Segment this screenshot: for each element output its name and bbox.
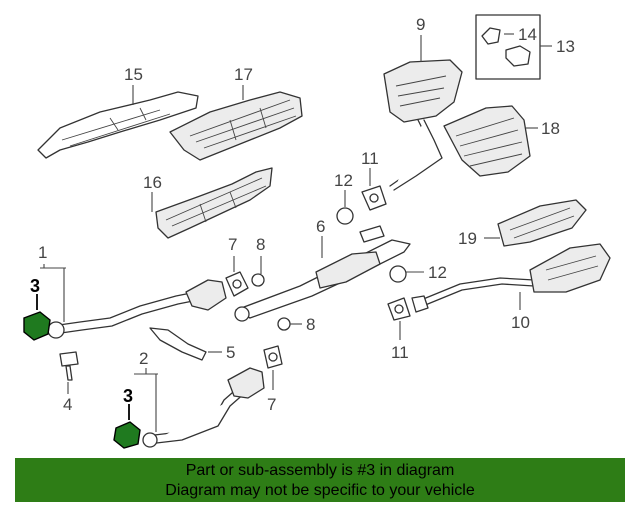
rear-muffler-10 <box>411 243 611 313</box>
callout-5: 5 <box>226 343 235 362</box>
bracket-5 <box>149 327 207 361</box>
gasket-11-upper <box>361 185 387 211</box>
ring-12-upper <box>336 207 354 225</box>
nut-8-upper <box>251 273 265 287</box>
rear-muffler-9 <box>383 59 463 191</box>
callout-19: 19 <box>458 229 477 248</box>
gasket-11-lower <box>387 297 411 321</box>
banner-line-2: Diagram may not be specific to your vehi… <box>165 482 475 499</box>
center-muffler-6 <box>234 225 411 322</box>
callout-1: 1 <box>38 243 47 262</box>
gasket-7-lower <box>263 345 283 369</box>
callout-12-lower: 12 <box>428 263 447 282</box>
ring-12-lower <box>389 265 407 283</box>
callout-3-upper: 3 <box>30 276 40 296</box>
callout-11-upper: 11 <box>361 149 379 168</box>
callout-7-lower: 7 <box>267 395 276 414</box>
banner-line-1: Part or sub-assembly is #3 in diagram <box>185 462 455 479</box>
callout-18: 18 <box>541 119 560 138</box>
callout-12-upper: 12 <box>334 171 353 190</box>
bolt-4 <box>59 351 79 381</box>
part-3-highlight-lower <box>113 421 141 449</box>
callout-16: 16 <box>143 173 162 192</box>
heat-shield-18 <box>443 105 531 177</box>
part-3-highlight-upper <box>23 311 51 341</box>
callout-10: 10 <box>511 313 530 332</box>
hanger-14 <box>481 27 531 67</box>
callout-11-lower: 11 <box>391 343 409 362</box>
heat-shield-17 <box>169 91 303 161</box>
exhaust-system-diagram: 15 17 16 9 14 13 18 11 <box>23 14 611 449</box>
callout-14: 14 <box>518 25 537 44</box>
heat-shield-15 <box>37 91 199 159</box>
callout-8-upper: 8 <box>256 235 265 254</box>
callout-3-lower: 3 <box>123 386 133 406</box>
info-banner: Part or sub-assembly is #3 in diagram Di… <box>15 458 625 502</box>
callout-13: 13 <box>556 37 575 56</box>
callout-2: 2 <box>139 349 148 368</box>
callout-7-upper: 7 <box>228 235 237 254</box>
callout-6: 6 <box>316 217 325 236</box>
hanger-box-13 <box>475 14 541 80</box>
callout-9: 9 <box>416 15 425 34</box>
front-pipe-1 <box>47 279 227 339</box>
nut-8-lower <box>277 317 291 331</box>
gasket-7-upper <box>225 271 249 297</box>
callout-17: 17 <box>234 65 253 84</box>
callout-8-lower: 8 <box>306 315 315 334</box>
callout-15: 15 <box>124 65 143 84</box>
callout-4: 4 <box>63 395 72 414</box>
front-pipe-2 <box>142 367 265 448</box>
heat-shield-19 <box>497 199 587 247</box>
heat-shield-16 <box>155 167 273 239</box>
